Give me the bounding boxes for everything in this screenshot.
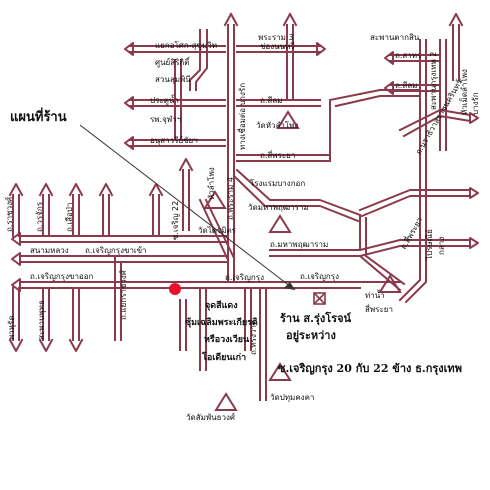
label-chaloem-phra: ซุ้มเฉลิมพระเกียรติ — [185, 317, 258, 328]
label-mahapruettharam: ถ.มหาพฤฒาราม — [270, 240, 328, 249]
label-post-office-2: กลาง — [437, 237, 446, 255]
label-sri-nakhon: หรือวงเวียน — [204, 333, 250, 345]
label-bang-rak-link: ทางเชื่อมต่อ บางรัก — [236, 83, 247, 150]
label-taksin-bridge: สะพานตากสิน — [370, 33, 420, 42]
temple-markers — [203, 110, 402, 411]
label-charoen-krung-22: ซ.เจริญ 22 — [171, 201, 180, 240]
label-chulalongkorn-hosp: รพ.จุฬาฯ — [150, 115, 181, 124]
label-sathon: ถ.สาทร — [395, 51, 422, 60]
label-charoen-krung-right: ถ.เจริญกรุง — [300, 272, 339, 281]
shop-between: ซ.เจริญกรุง 20 กับ 22 ข้าง ธ.กรุงเทพ — [278, 362, 462, 376]
label-charoen-krung-main: ถ.เจริญกรุง — [225, 273, 264, 282]
map-title: แผนที่ร้าน — [10, 107, 67, 125]
label-jut-si-daeng: จุดสีแดง — [205, 300, 238, 311]
temple-hua-lamphong — [276, 110, 300, 129]
label-bang-rak: บางรัก — [471, 92, 480, 115]
label-tha-nam: ท่าน้ำ — [365, 289, 385, 300]
central-roads — [178, 158, 406, 292]
temple-sam-phanthawong — [214, 392, 238, 411]
label-wat-traimit: วัดไตรมิตร — [198, 226, 237, 235]
label-soi-ratchawong: ถ.ราชวงศ์ — [4, 197, 14, 232]
label-wat-hua-lamphong: วัดหัวลำโพง — [256, 120, 298, 130]
label-wat-mahapruettharam: วัดมหาพฤฒาราม — [248, 203, 309, 212]
label-pratunam: ประตูน้ำ — [150, 94, 179, 106]
shop-line2: อยู่ระหว่าง — [286, 329, 336, 343]
label-wat-pathum-khongkha: วัดปทุมคงคา — [270, 393, 314, 402]
label-charoen-krung-khao-ok: ถ.เจริญกรุงขาออก — [30, 272, 94, 281]
label-ratchawong-vertical: ถ.แยกราชวงศ์ — [118, 270, 128, 320]
red-spot-marker — [169, 283, 181, 295]
label-phra-ram-4: ถ.พระราม 4 — [226, 177, 235, 220]
charoen-krung-roads — [8, 183, 401, 401]
shop-marker — [313, 292, 326, 305]
label-victory-monument: อนุสาวรีย์ชัยฯ — [150, 135, 198, 145]
label-song-sawat: ถ.ทรงวาด — [249, 320, 258, 355]
right-roads — [358, 13, 479, 304]
temple-pathum-khongkha — [268, 362, 292, 381]
label-charoen-krung-khao-khao: ถ.เจริญกรุงขาเข้า — [85, 246, 147, 255]
label-soi-yaowarat: ถ.วรจักร — [35, 201, 44, 232]
label-hua-lamphong-station: หัวเม็ดลำโพง — [459, 69, 469, 115]
temple-traimit — [203, 190, 227, 209]
label-chong-nonsi: ช่องนนทรี — [260, 42, 295, 51]
label-tha-nam-2: สี่พระยา — [365, 303, 393, 314]
label-si-lom-b: ถ.สีลม — [395, 81, 417, 90]
temple-maha-pruettharam — [268, 214, 292, 233]
label-soi-suea-pa: ถ.เสือป่า — [65, 203, 74, 232]
title-pointer — [79, 124, 296, 291]
label-rama3: พระราม 3 — [258, 33, 294, 42]
label-si-lom-a: ถ.สีลม — [260, 96, 282, 105]
label-lumphini: สวนลุมพินี — [155, 75, 191, 84]
temple-tha-nam — [378, 274, 402, 293]
label-bangkok-hotel: โรงแรมบางกอก — [250, 178, 305, 188]
label-odeon: โอเดียนเก่า — [201, 351, 246, 363]
label-wat-sam-phanthawong: วัดสัมพันธวงศ์ — [186, 412, 235, 422]
label-post-office: ไปรษณีย์ — [424, 229, 434, 261]
label-lotus-sukhumvit: แยกอโศก-สุขุมวิท — [155, 40, 217, 50]
label-phahurat: พาหุรัด — [7, 315, 16, 340]
label-sirikit-center: ศูนย์สิริกิติ์ — [155, 56, 191, 68]
label-saphan-phut: สะพานพุทธ — [37, 300, 46, 340]
label-si-phraya: ถ.สี่พระยา — [260, 149, 295, 160]
shop-name: ร้าน ส.รุ่งโรจน์ — [280, 311, 352, 326]
label-huaolamphong: หัวลำโพง — [206, 167, 216, 200]
label-sanam-luang: สนามหลวง — [30, 246, 69, 255]
label-krungthep-bridge: สะพานกรุงเทพ 2 — [429, 52, 438, 110]
